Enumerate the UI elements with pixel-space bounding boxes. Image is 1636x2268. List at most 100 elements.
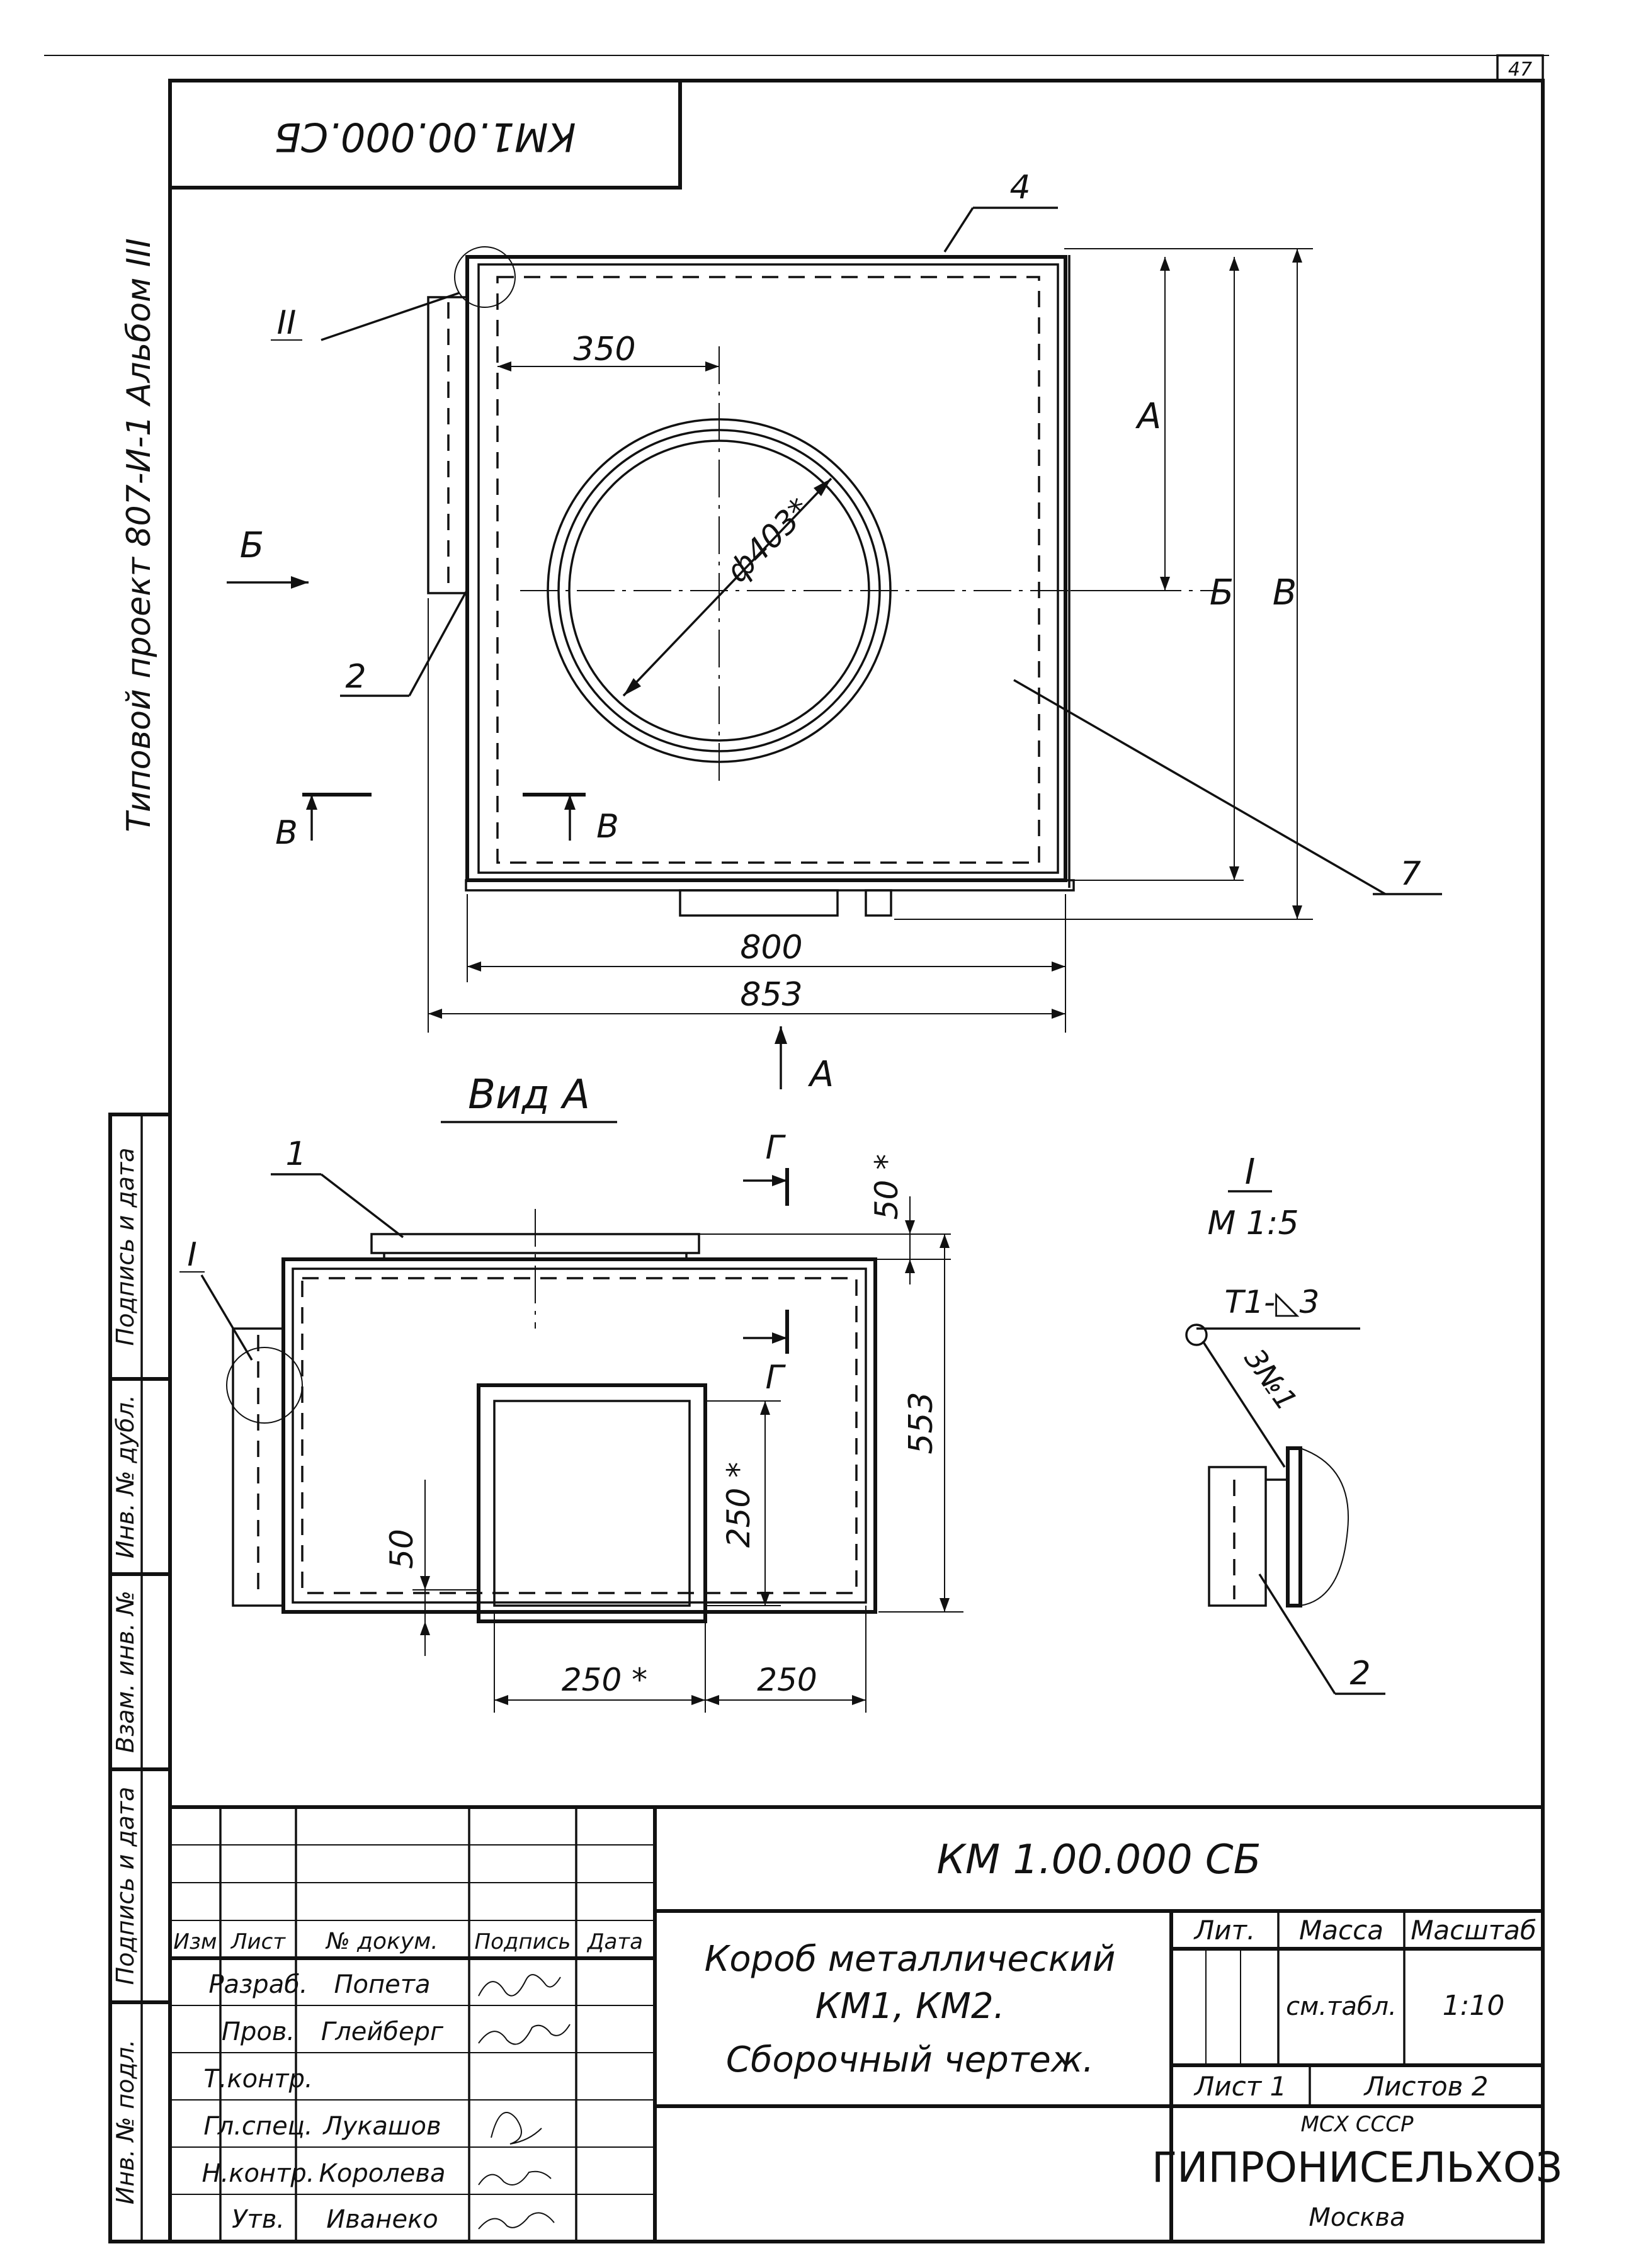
view-a-opening-outer (477, 1383, 707, 1623)
tb-name-line1: Короб металлический (705, 1939, 1116, 1980)
section-v-right-head (564, 795, 576, 810)
dim-50-top-arrow-2 (905, 1259, 915, 1273)
dim-350-arrow-l (497, 361, 511, 371)
dim-800: 800 (740, 929, 802, 967)
dim-250h: 250 (757, 1662, 817, 1698)
plan-hidden-contour (496, 276, 1040, 864)
detail-title: I (1245, 1152, 1256, 1193)
tb-scale-label: Масштаб (1411, 1915, 1537, 1946)
dim-a-arrow-t (1160, 257, 1170, 271)
side-col-3: Взам. инв. № (111, 1590, 139, 1753)
side-col-4: Подпись и дата (111, 1787, 139, 1985)
section-g-bottom: Г (766, 1359, 787, 1397)
tb-head-list: Лист (230, 1929, 286, 1954)
dim-800-arrow-r (1052, 961, 1065, 972)
tb-name: Иванеко (326, 2205, 438, 2234)
section-g-top-head (772, 1175, 787, 1186)
tb-name: Глейберг (321, 2017, 444, 2046)
plan-box-outer (465, 255, 1067, 882)
rotated-code: КМ1.00.000.СБ (274, 114, 576, 160)
leader-2-line (408, 591, 467, 696)
view-arrow-b-label: Б (240, 525, 264, 566)
tb-role: Разраб. (208, 1970, 307, 1999)
dim-250h-star: 250 * (562, 1662, 647, 1698)
dim-diameter: ф403* (719, 491, 817, 589)
label-2: 2 (345, 658, 366, 696)
label-1: 1 (285, 1135, 306, 1173)
view-arrow-a-head (775, 1026, 787, 1044)
weld-number: 3№1 (1237, 1342, 1304, 1417)
leader-4-line (943, 207, 974, 252)
tb-role: Пров. (222, 2017, 295, 2046)
side-col-5: Инв. № подл. (111, 2039, 139, 2204)
tb-sheet: Лист 1 (1193, 2071, 1287, 2102)
signature-4 (478, 2170, 552, 2186)
dim-350: 350 (573, 331, 635, 368)
dim-v-arrow-t (1292, 249, 1302, 263)
dim-v-arrow-b (1292, 905, 1302, 919)
detail-label-2: 2 (1349, 1655, 1370, 1692)
weld-symbol: Т1-◺3 (1225, 1284, 1320, 1320)
section-v-right: В (596, 808, 619, 846)
plan-view: ф403* 350 А Б В 800 853 (227, 169, 1442, 1095)
detail-i-circle (226, 1347, 303, 1424)
tb-org-name: ГИПРОНИСЕЛЬХОЗ (1152, 2143, 1562, 2192)
tb-mass-label: Масса (1299, 1915, 1383, 1946)
section-g-bottom-head (772, 1332, 787, 1344)
side-title: Типовой проект 807-И-1 Альбом III (120, 238, 158, 832)
label-i: I (187, 1236, 196, 1274)
tb-code: КМ 1.00.000 СБ (937, 1837, 1261, 1883)
tb-name-line2: КМ1, КМ2. (815, 1986, 1005, 2027)
detail-break-line (1300, 1448, 1349, 1606)
tb-scale-value: 1:10 (1443, 1990, 1505, 2022)
signature-3 (491, 2112, 542, 2145)
dim-553-arrow-b (940, 1598, 950, 1612)
leader-ii-line (321, 292, 460, 341)
plan-bottom-flange (679, 889, 839, 917)
section-v-left: В (275, 814, 298, 852)
section-g-top: Г (766, 1129, 787, 1167)
dim-a: А (1135, 396, 1161, 437)
title-block: Изм Лист № докум. Подпись Дата Разраб. П… (168, 1805, 1562, 2243)
title-block-frame (168, 1805, 1545, 2243)
dim-250h-arrow-1 (494, 1695, 508, 1705)
signature-5 (478, 2212, 555, 2230)
tb-head-izm: Изм (173, 1929, 217, 1954)
plan-bottom-stub (865, 889, 892, 917)
dim-250h-arrow-4 (852, 1695, 866, 1705)
rotated-code-box (168, 79, 682, 190)
tb-mass-value: см.табл. (1286, 1992, 1397, 2021)
dim-a-arrow-b (1160, 577, 1170, 591)
view-a: Вид А 1 I Г Г (179, 1072, 963, 1713)
plan-box-inner (477, 263, 1059, 874)
side-col-2: Инв. № дубл. (111, 1395, 139, 1558)
dim-250h-arrow-3 (705, 1695, 719, 1705)
detail-ii-circle (454, 246, 516, 308)
leader-detail-2 (1258, 1573, 1336, 1694)
section-v-left-head (306, 795, 317, 810)
view-a-side-flange (232, 1327, 285, 1607)
tb-name-line3: Сборочный чертеж. (726, 2039, 1094, 2080)
weld-circle (1185, 1324, 1208, 1346)
view-a-opening-inner (493, 1400, 691, 1607)
dim-b-arrow-t (1229, 257, 1239, 271)
dim-553-arrow-t (940, 1234, 950, 1248)
dim-553: 553 (902, 1392, 940, 1454)
dim-250v-arrow-t (760, 1401, 770, 1415)
tb-name: Попета (334, 1970, 430, 1999)
tb-name: Лукашов (322, 2112, 441, 2141)
view-arrow-a-label: А (808, 1054, 834, 1095)
diameter-arrow-tail (623, 678, 641, 696)
signature-2 (478, 2024, 571, 2045)
side-stamp: Подпись и дата Инв. № дубл. Взам. инв. №… (108, 1113, 172, 2243)
view-a-hidden-contour (301, 1277, 858, 1594)
side-col-1: Подпись и дата (111, 1148, 139, 1346)
diameter-arrow-head (814, 479, 831, 496)
tb-role: Гл.спец. (203, 2112, 312, 2141)
view-arrow-b-head (291, 576, 309, 589)
tb-sheets: Листов 2 (1363, 2071, 1489, 2102)
side-stamp-frame (108, 1113, 172, 2243)
tb-head-doc: № докум. (325, 1929, 438, 1954)
dim-50-left-arrow-2 (420, 1621, 430, 1635)
detail-section (1208, 1466, 1267, 1607)
